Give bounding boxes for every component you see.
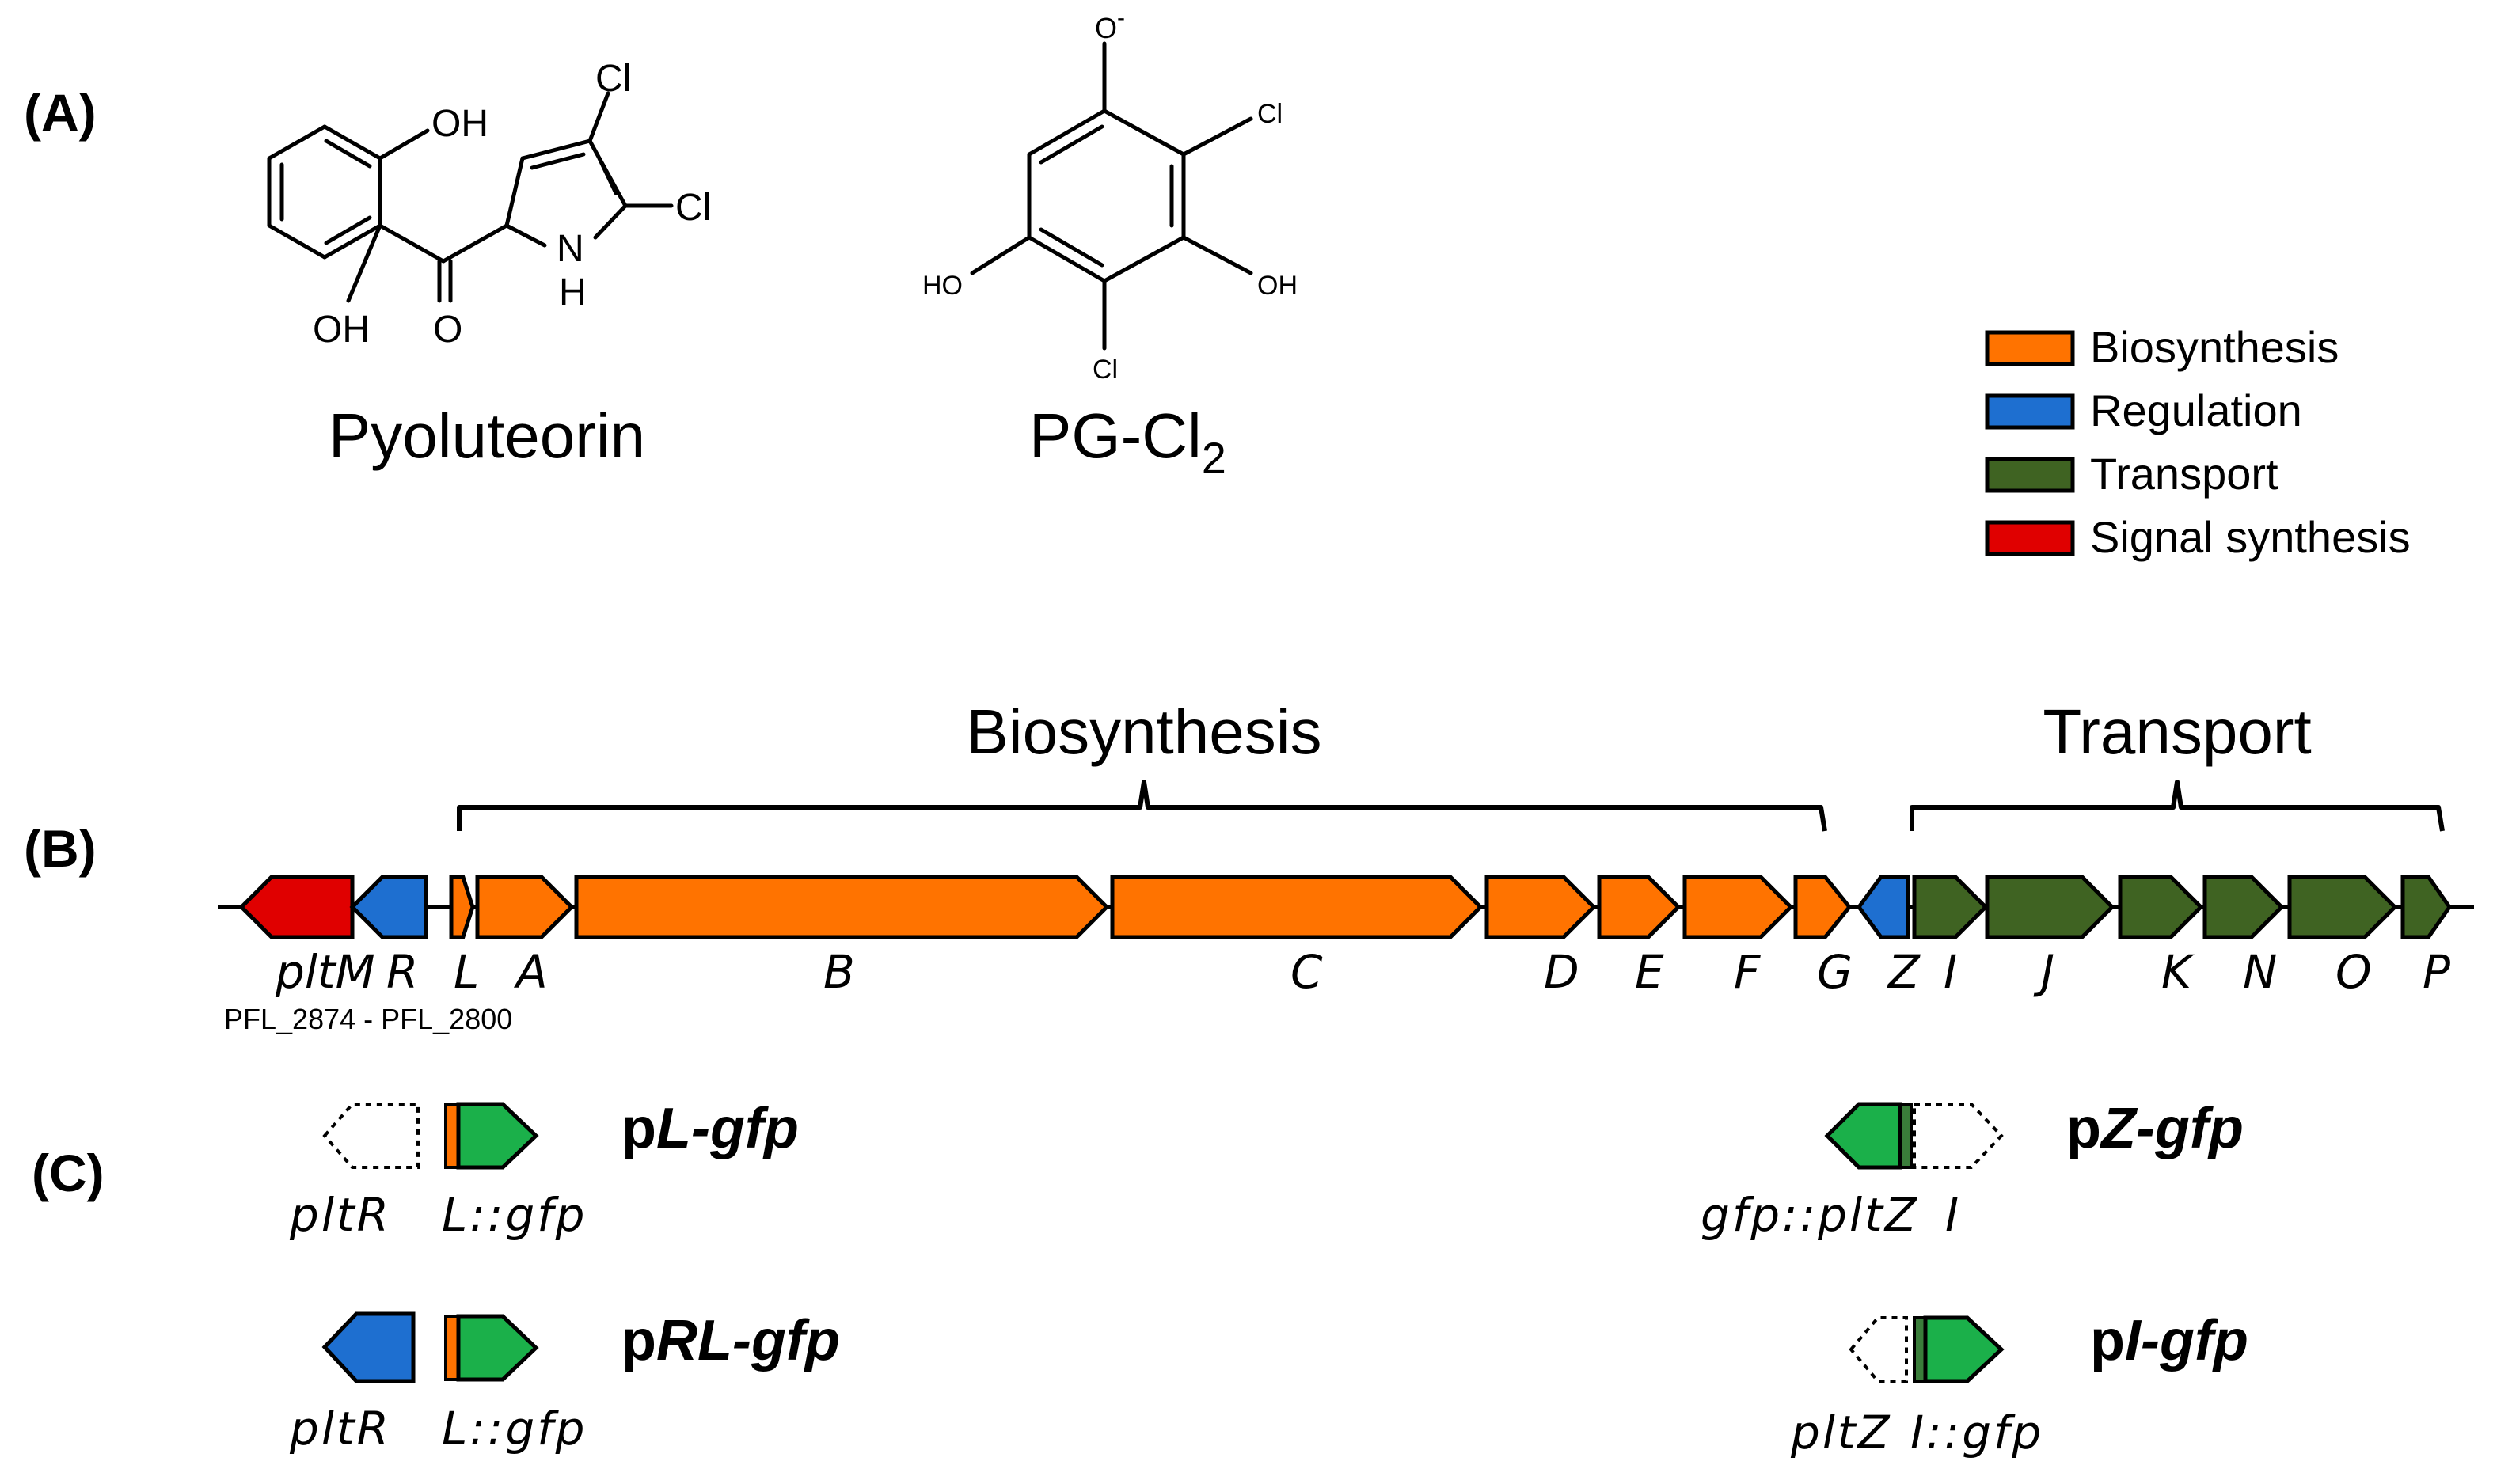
gene-arrow-i bbox=[1912, 875, 1989, 939]
pl-right-label: L::gfp bbox=[442, 1188, 587, 1242]
pgcl2-ho-left: HO bbox=[922, 271, 963, 301]
gene-label-e: E bbox=[1635, 945, 1664, 999]
pgcl2-structure bbox=[970, 41, 1253, 351]
pi-left-label: pltZ bbox=[1790, 1406, 1891, 1459]
pz-left-label: gfp::pltZ bbox=[1701, 1188, 1919, 1242]
pz-ghost-plti bbox=[1913, 1103, 2004, 1169]
gene-arrow-o bbox=[2287, 875, 2398, 939]
pyoluteorin-structure bbox=[267, 91, 674, 303]
gene-arrow-k bbox=[2118, 875, 2204, 939]
gene-track bbox=[238, 875, 2453, 939]
gene-arrow-p bbox=[2400, 875, 2453, 939]
pgcl2-oh-right: OH bbox=[1257, 271, 1298, 301]
pgcl2-o: O bbox=[1095, 12, 1117, 44]
legend-swatch-biosynthesis bbox=[1985, 330, 2075, 366]
prl-pltr-gene bbox=[321, 1311, 416, 1383]
construct-prl-gfp: pltR L::gfp pRL-gfp bbox=[289, 1309, 840, 1456]
gene-label-d: D bbox=[1544, 945, 1579, 999]
pl-gfp-gene bbox=[456, 1102, 539, 1170]
gene-arrow-b bbox=[574, 875, 1110, 939]
pl-construct-name: pL-gfp bbox=[621, 1097, 799, 1160]
legend-swatch-transport bbox=[1985, 457, 2075, 493]
pgcl2-cl-bottom: Cl bbox=[1093, 355, 1118, 385]
gene-arrow-e bbox=[1597, 875, 1682, 939]
pz-gfp-gene bbox=[1824, 1102, 1902, 1170]
gene-label-l: L bbox=[454, 945, 479, 999]
gene-label-c: C bbox=[1290, 945, 1323, 999]
pyoluteorin-cl-right: Cl bbox=[675, 187, 711, 229]
gene-label-z: Z bbox=[1887, 945, 1921, 999]
transport-bracket-label: Transport bbox=[2043, 696, 2311, 767]
construct-pz-gfp: gfp::pltZ I pZ-gfp bbox=[1701, 1097, 2244, 1242]
prl-gfp-gene bbox=[456, 1314, 539, 1382]
gene-arrow-f bbox=[1682, 875, 1794, 939]
pz-construct-name: pZ-gfp bbox=[2066, 1097, 2244, 1160]
gene-label-o: O bbox=[2335, 945, 2372, 999]
transport-bracket bbox=[1910, 780, 2445, 832]
gene-arrow-a bbox=[475, 875, 575, 939]
pgcl2-charge: - bbox=[1117, 5, 1125, 31]
legend-label-biosynthesis: Biosynthesis bbox=[2090, 322, 2339, 372]
gene-arrow-j bbox=[1985, 875, 2115, 939]
gene-arrow-n bbox=[2202, 875, 2285, 939]
pyoluteorin-cl-top: Cl bbox=[595, 58, 631, 100]
pi-right-label: I::gfp bbox=[1910, 1406, 2043, 1459]
gene-label-f: F bbox=[1734, 945, 1762, 999]
pz-right-label: I bbox=[1945, 1188, 1959, 1242]
gene-label-n: N bbox=[2243, 945, 2277, 999]
prl-left-label: pltR bbox=[289, 1402, 391, 1456]
locus-range-label: PFL_2874 - PFL_2800 bbox=[224, 1003, 512, 1035]
prl-construct-name: pRL-gfp bbox=[621, 1309, 840, 1372]
pyoluteorin-h: H bbox=[559, 271, 587, 313]
gene-label-i: I bbox=[1944, 945, 1957, 999]
gene-arrow-c bbox=[1110, 875, 1484, 939]
construct-pi-gfp: pltZ I::gfp pI-gfp bbox=[1790, 1309, 2248, 1459]
gene-label-b: B bbox=[823, 945, 855, 999]
gene-arrow-d bbox=[1484, 875, 1597, 939]
pi-construct-name: pI-gfp bbox=[2090, 1309, 2248, 1372]
pgcl2-cl-right: Cl bbox=[1257, 99, 1283, 129]
pyoluteorin-n: N bbox=[557, 228, 584, 270]
pyoluteorin-oh-bottom: OH bbox=[313, 309, 370, 351]
panel-label-c: (C) bbox=[32, 1144, 105, 1202]
gene-label-g: G bbox=[1817, 945, 1853, 999]
gene-arrow-pltm bbox=[238, 875, 355, 939]
pi-gfp-gene bbox=[1923, 1315, 2005, 1383]
pl-left-label: pltR bbox=[289, 1188, 391, 1242]
biosynthesis-bracket-label: Biosynthesis bbox=[966, 696, 1321, 767]
pgcl2-name: PG-Cl2 bbox=[1029, 400, 1226, 483]
pyoluteorin-name: Pyoluteorin bbox=[329, 400, 645, 471]
gene-label-j: J bbox=[2033, 945, 2054, 999]
legend-swatch-regulation bbox=[1985, 393, 2075, 430]
legend-label-transport: Transport bbox=[2090, 449, 2278, 499]
legend-label-signal-synthesis: Signal synthesis bbox=[2090, 512, 2411, 562]
gene-arrow-r bbox=[349, 875, 428, 939]
pz-fusion-junction bbox=[1898, 1103, 1913, 1169]
gene-label-k: K bbox=[2161, 945, 2195, 999]
prl-right-label: L::gfp bbox=[442, 1402, 587, 1456]
gene-label-pltm: pltM bbox=[275, 945, 375, 999]
panel-label-a: (A) bbox=[24, 83, 97, 142]
construct-pl-gfp: pltR L::gfp pL-gfp bbox=[289, 1097, 799, 1242]
panel-label-b: (B) bbox=[24, 819, 97, 878]
gene-arrow-g bbox=[1793, 875, 1853, 939]
pyoluteorin-oh-top: OH bbox=[431, 103, 488, 145]
gene-label-r: R bbox=[386, 945, 418, 999]
gene-label-a: A bbox=[513, 945, 548, 999]
pyoluteorin-carbonyl-o: O bbox=[433, 309, 462, 351]
pi-ghost-pltz bbox=[1849, 1316, 1908, 1383]
biosynthesis-bracket bbox=[457, 780, 1827, 832]
legend: Biosynthesis Regulation Transport Signal… bbox=[1985, 322, 2411, 562]
gene-arrow-z bbox=[1856, 875, 1910, 939]
gene-arrow-l bbox=[449, 875, 475, 939]
gene-label-p: P bbox=[2423, 945, 2450, 999]
legend-label-regulation: Regulation bbox=[2090, 385, 2302, 435]
legend-swatch-signal-synthesis bbox=[1985, 520, 2075, 556]
pl-ghost-pltr bbox=[322, 1103, 420, 1169]
